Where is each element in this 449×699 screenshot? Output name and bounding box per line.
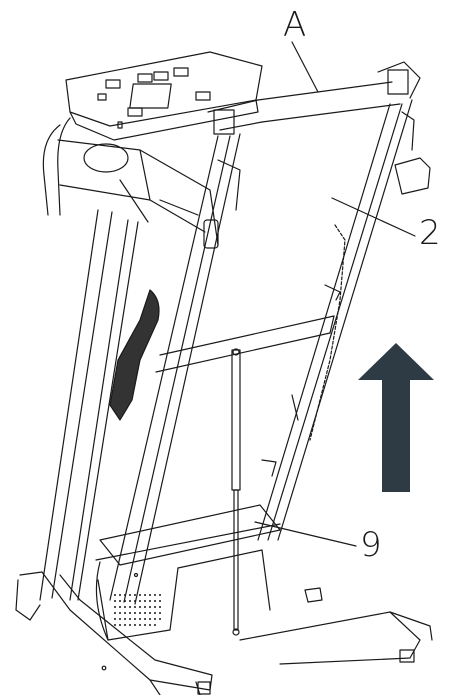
callout-label-2: 2 [419,213,441,253]
base-feet [15,571,433,696]
frame-hinge-right [387,69,409,95]
motor-base [95,504,281,641]
pulse-grip-panel [109,289,160,421]
deck-frame [109,61,421,605]
leader-lines [254,41,416,547]
gas-spring-cylinder [231,349,241,491]
leader-line-9 [254,521,357,547]
console-buttons [97,67,211,129]
callout-label-9: 9 [360,525,382,565]
handrail [42,117,431,249]
console [65,51,263,141]
upright-column [39,209,160,601]
cup-holder [83,143,129,173]
callout-label-a: A [283,5,307,45]
arrow-up-icon [358,343,434,492]
gas-spring [231,348,241,636]
deck-rack [309,224,346,441]
leader-line-a [291,41,319,93]
frame-hinge-left [213,109,235,135]
handle-grip-right [394,157,431,195]
console-display [129,83,172,109]
vent-grille [114,594,161,626]
leader-line-2 [331,197,416,237]
